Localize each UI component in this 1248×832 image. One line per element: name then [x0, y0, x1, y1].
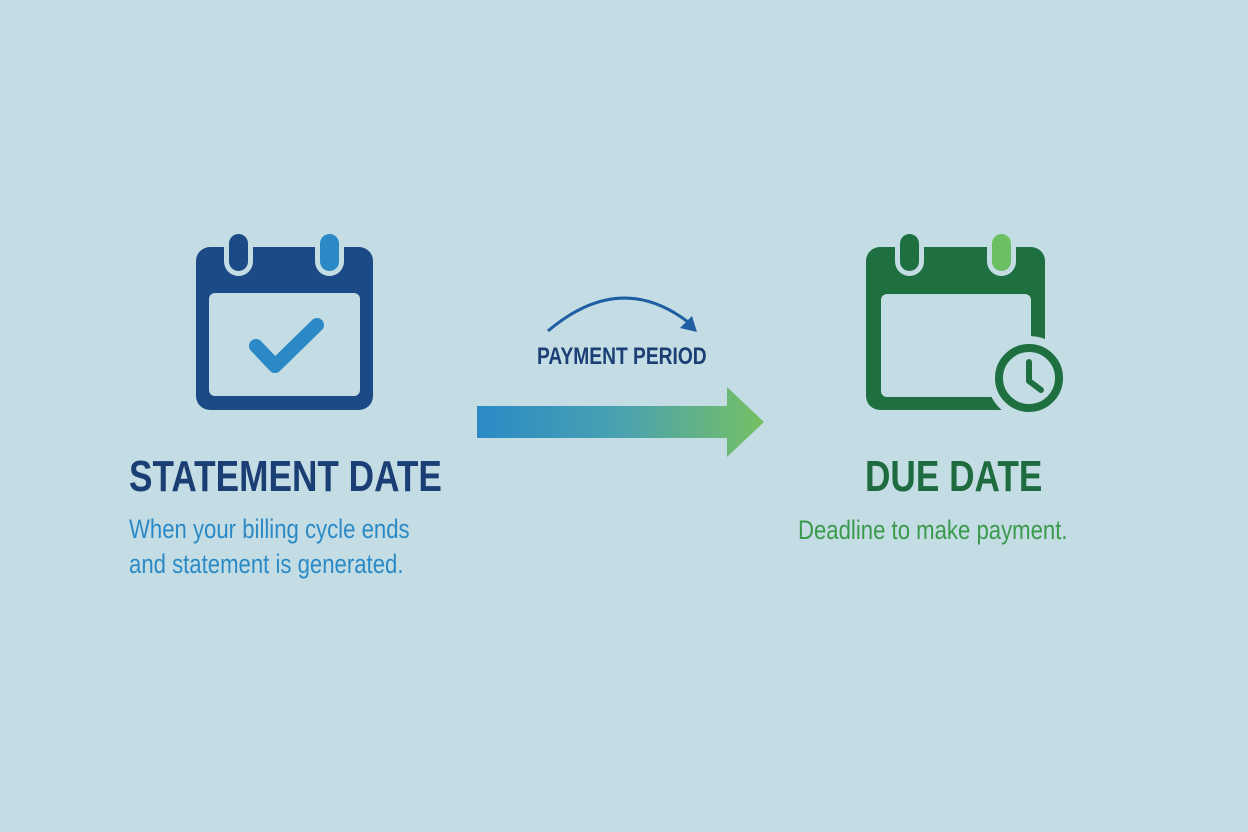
due-date-title: DUE DATE — [865, 452, 1043, 501]
calendar-clock-icon — [866, 230, 1071, 420]
curved-arrow-icon — [547, 296, 697, 333]
statement-date-title: STATEMENT DATE — [129, 452, 442, 501]
gradient-right-arrow-icon — [477, 387, 764, 457]
payment-period-label: PAYMENT PERIOD — [537, 343, 707, 370]
due-date-description: Deadline to make payment. — [798, 515, 1068, 545]
calendar-check-icon — [196, 230, 373, 410]
statement-date-description: When your billing cycle ends and stateme… — [129, 514, 410, 579]
